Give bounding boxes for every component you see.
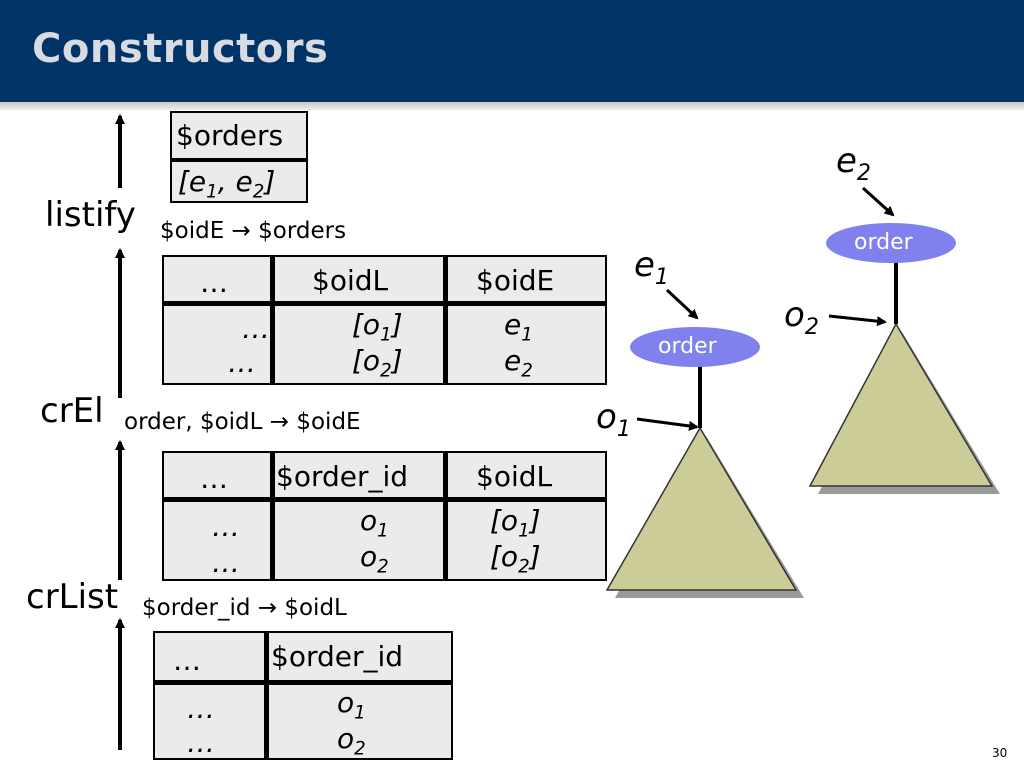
table-cell: [o2] [490,540,541,578]
step-label-crel: crEl [40,391,104,431]
tree1-node-label: order [658,334,717,359]
table-header: $order_id [271,640,404,673]
table-orderid-oidL: … $order_id $oidL … o1 [o1] … o2 [o2] [162,451,607,581]
table-header: $oidL [312,264,389,297]
table-cell: o2 [337,722,366,760]
table-cell: e1 [504,308,533,346]
table-header: $oidE [476,264,555,297]
tree1-order-node [630,327,760,367]
tree2-oid-label: o2 [784,295,819,340]
step-mapping-crlist: $order_id → $oidL [142,595,347,621]
header-divider [0,102,1024,110]
col-divider [443,257,448,383]
tree1-oid-label: o1 [596,397,631,442]
table-orderid: … $order_id … o1 … o2 [153,631,453,760]
slide-header [0,0,1024,102]
tree2-triangle [808,322,994,487]
slide-title: Constructors [32,26,329,72]
table-cell: [o2] [352,344,403,382]
tree2-element-label: e2 [836,141,871,186]
table-cell: … [187,692,215,725]
table-header: … [200,266,228,299]
table-oidL-oidE: … $oidL $oidE … [o1] e1 … [o2] e2 [162,255,607,385]
table-orders: $orders [e1, e2] [170,111,308,203]
table-cell: … [212,546,240,579]
table-orders-divider [172,158,306,162]
step-mapping-listify: $oidE → $orders [160,218,347,244]
table-cell: … [187,726,215,759]
col-divider [270,257,275,383]
table-header: $order_id [276,460,409,493]
tree2-element-arrow [861,186,895,217]
step-mapping-crel: order, $oidL → $oidE [124,409,361,435]
step-label-listify: listify [45,195,136,235]
table-orders-value: [e1, e2] [178,165,276,203]
header-divider [155,680,451,685]
tree2-order-node [826,223,956,263]
tree2-oid-arrow [828,314,887,327]
tree1-element-arrow [665,288,699,320]
table-orders-header: $orders [176,119,284,152]
table-header: $oidL [476,460,553,493]
tree2-node-label: order [854,230,913,255]
table-cell: o2 [360,540,389,578]
header-divider [164,497,605,502]
header-divider [164,301,605,306]
table-cell: … [228,346,256,379]
tree1-element-label: e1 [634,245,669,290]
step-label-crlist: crList [26,577,119,617]
col-divider [264,633,269,758]
table-cell: e2 [504,344,533,382]
col-divider [443,453,448,579]
table-cell: … [242,312,270,345]
table-cell: [o1] [490,504,541,542]
tree1-oid-arrow [636,417,699,431]
page-number: 30 [992,746,1008,760]
table-cell: o1 [360,504,389,542]
tree1-triangle [605,426,798,591]
col-divider [270,453,275,579]
table-header: … [200,462,228,495]
table-header: … [173,644,201,677]
table-cell: [o1] [352,308,403,346]
table-cell: o1 [337,686,366,724]
table-cell: … [212,510,240,543]
